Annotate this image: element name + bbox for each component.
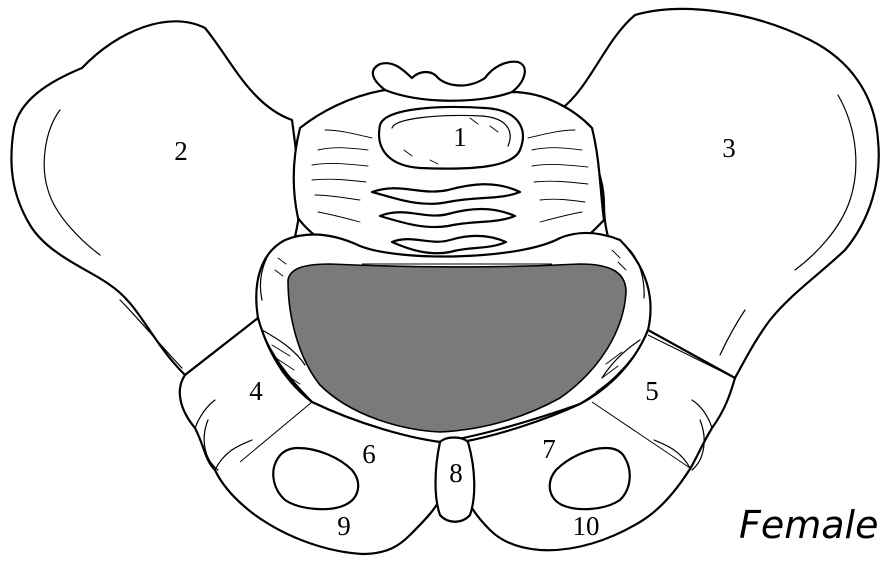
label-10: 10 (573, 511, 600, 541)
label-1: 1 (453, 122, 467, 152)
label-9: 9 (337, 511, 351, 541)
label-2: 2 (174, 136, 188, 166)
label-6: 6 (362, 439, 376, 469)
label-3: 3 (722, 133, 736, 163)
label-5: 5 (645, 376, 659, 406)
sacrum (294, 62, 604, 268)
label-4: 4 (249, 376, 263, 406)
caption-female: Female (739, 503, 878, 547)
label-8: 8 (449, 458, 463, 488)
label-7: 7 (542, 434, 556, 464)
